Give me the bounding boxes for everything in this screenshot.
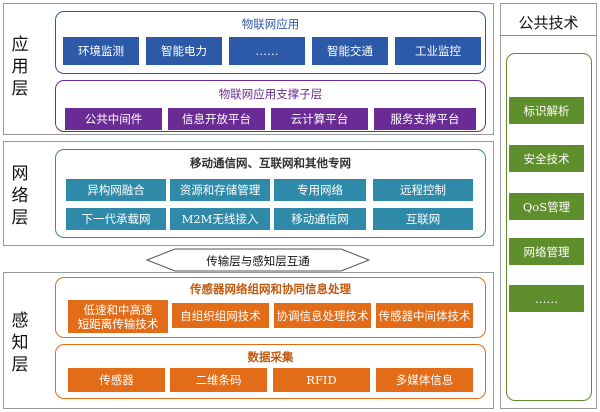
sensor-item-middleware: 传感器中间体技术 [376, 303, 473, 328]
support-item-service: 服务支撑平台 [374, 108, 476, 130]
collection-item-rfid: RFID [273, 368, 370, 392]
public-tech-divider [500, 35, 597, 36]
public-tech-identification: 标识解析 [509, 97, 584, 124]
app-item-ellipsis: …… [229, 37, 305, 65]
public-tech-qos: QoS管理 [509, 193, 584, 220]
network-item-internet: 互联网 [373, 208, 473, 230]
application-layer-label: 应用层 [11, 35, 29, 99]
public-tech-title: 公共技术 [518, 14, 579, 32]
network-panel-title: 移动通信网、互联网和其他专网 [190, 156, 351, 170]
sensor-item-transmission: 低速和中高速 短距离传输技术 [68, 300, 168, 333]
network-item-m2m: M2M无线接入 [170, 208, 270, 230]
sensor-network-title: 传感器网络组网和协同信息处理 [190, 282, 351, 296]
app-item-industrial: 工业监控 [395, 37, 481, 65]
support-item-middleware: 公共中间件 [65, 108, 162, 130]
app-item-power: 智能电力 [146, 37, 222, 65]
app-item-environment: 环境监测 [63, 37, 139, 65]
support-sublayer-title: 物联网应用支撑子层 [218, 87, 323, 101]
network-item-resource-storage: 资源和存储管理 [170, 179, 270, 201]
network-item-remote-control: 远程控制 [373, 179, 473, 201]
sensor-item-self-organizing: 自组织组网技术 [172, 303, 269, 328]
network-item-mobile: 移动通信网 [274, 208, 366, 230]
public-tech-security: 安全技术 [509, 145, 584, 172]
collection-item-multimedia: 多媒体信息 [376, 368, 473, 392]
data-collection-title: 数据采集 [247, 350, 294, 364]
support-item-cloud: 云计算平台 [271, 108, 368, 130]
network-item-dedicated: 专用网络 [274, 179, 366, 201]
network-layer-label: 网络层 [11, 164, 29, 228]
perception-layer-label: 感知层 [11, 311, 29, 375]
collection-item-sensor: 传感器 [68, 368, 165, 392]
public-tech-ellipsis: …… [509, 285, 584, 312]
collection-item-qrcode: 二维条码 [170, 368, 267, 392]
interconnect-label: 传输层与感知层互通 [206, 254, 310, 268]
iot-apps-title: 物联网应用 [241, 17, 300, 31]
network-item-next-gen: 下一代承载网 [66, 208, 166, 230]
interconnect-arrow [145, 248, 371, 272]
app-item-traffic: 智能交通 [312, 37, 388, 65]
support-item-info-platform: 信息开放平台 [168, 108, 265, 130]
public-tech-network-management: 网络管理 [509, 238, 584, 265]
network-item-heterogeneous: 异构网融合 [66, 179, 166, 201]
sensor-item-coordination: 协调信息处理技术 [274, 303, 371, 328]
